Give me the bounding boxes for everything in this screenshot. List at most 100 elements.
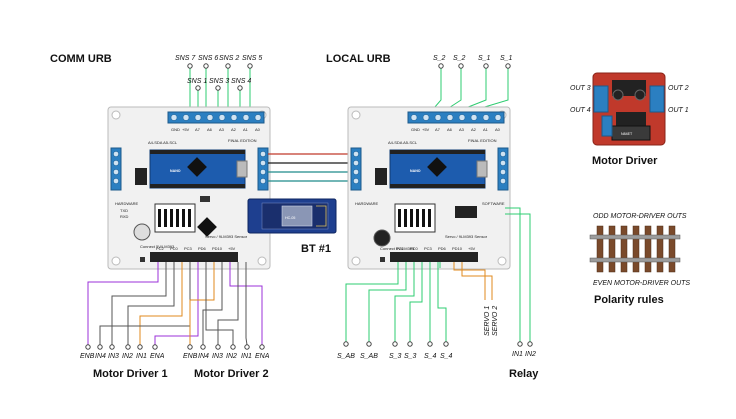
- local-header-pin-6: A2: [471, 127, 477, 132]
- md-out4-label: OUT 4: [570, 107, 591, 114]
- md-out2-label: OUT 2: [668, 85, 689, 92]
- md1-pin-4: IN2: [122, 353, 133, 360]
- local-header-pin-4: A6: [447, 127, 453, 132]
- local-nano-label: NANO: [410, 169, 421, 173]
- local-sns-label-1: S_2: [433, 55, 446, 62]
- local-software-label: SOFTWARE: [482, 201, 505, 206]
- motor-driver-board: N84ET: [592, 72, 666, 146]
- polarity-odd-label: ODD MOTOR-DRIVER OUTS: [593, 213, 687, 220]
- md2-pin-3: IN3: [212, 353, 223, 360]
- sns-label-7: SNS 4: [231, 78, 251, 85]
- sns-label-5: SNS 1: [187, 78, 207, 85]
- local-i2c-label: A4-SDA A5-SCL: [388, 140, 418, 145]
- comm-header-pin-2: +5V: [182, 127, 190, 132]
- local-bottom-label-3: S_3: [389, 353, 402, 360]
- local-sensor-terminals: [438, 63, 511, 69]
- comm-sensor-terminals: [187, 63, 253, 91]
- motor-driver-wires: [87, 262, 263, 346]
- md1-pin-3: IN3: [108, 353, 119, 360]
- motor-driver-title: Motor Driver: [592, 155, 658, 167]
- md2-pin-6: ENA: [255, 353, 270, 360]
- local-bottom-label-1: S_AB: [337, 353, 355, 360]
- servo-2-label: SERVO 2: [492, 306, 499, 336]
- comm-bottom-pin-4: PD6: [198, 246, 207, 251]
- comm-txd-label: TXD: [120, 208, 128, 213]
- comm-servo-label: Servo / 9LM393 Sensor: [205, 234, 248, 239]
- md-out3-label: OUT 3: [570, 85, 591, 92]
- local-sns-label-4: S_1: [500, 55, 513, 62]
- comm-hardware-label: HARDWARE: [115, 201, 139, 206]
- comm-bottom-pin-2: PC0: [170, 246, 179, 251]
- md2-pin-2: IN4: [198, 353, 209, 360]
- comm-rxd-label: RXD: [120, 214, 129, 219]
- comm-header-pin-5: A3: [219, 127, 225, 132]
- relay-in1-label: IN1: [512, 351, 523, 358]
- motor-driver-terminals: [85, 344, 265, 350]
- comm-final-edition: FINAL EDITION: [228, 138, 257, 143]
- local-bottom-label-6: S_4: [440, 353, 453, 360]
- local-bottom-pin-4: PD6: [438, 246, 447, 251]
- local-urb-title: LOCAL URB: [326, 53, 391, 65]
- local-header-pin-8: A0: [495, 127, 501, 132]
- md2-pin-4: IN2: [226, 353, 237, 360]
- local-bottom-pin-1: PC2: [396, 246, 405, 251]
- local-header-pin-2: +5V: [422, 127, 430, 132]
- local-header-pin-7: A1: [483, 127, 489, 132]
- local-bottom-label-4: S_3: [404, 353, 417, 360]
- comm-header-pin-8: A0: [255, 127, 261, 132]
- md-out1-label: OUT 1: [668, 107, 689, 114]
- local-sns-label-2: S_2: [453, 55, 466, 62]
- comm-nano-label: NANO: [170, 169, 181, 173]
- relay-title: Relay: [509, 368, 539, 380]
- local-servo-label: Servo / 9LM393 Sensor: [445, 234, 488, 239]
- local-final-edition: FINAL EDITION: [468, 138, 497, 143]
- md1-pin-6: ENA: [150, 353, 165, 360]
- comm-urb-title: COMM URB: [50, 53, 112, 65]
- local-bottom-pin-2: PC0: [410, 246, 419, 251]
- comm-header-pin-6: A2: [231, 127, 237, 132]
- comm-connect-label: Connect 5V/LM393: [140, 244, 175, 249]
- track-icon: [589, 225, 681, 273]
- comm-bottom-pin-6: +5V: [228, 246, 236, 251]
- comm-bottom-pin-3: PC3: [184, 246, 193, 251]
- local-sns-label-3: S_1: [478, 55, 491, 62]
- polarity-even-label: EVEN MOTOR-DRIVER OUTS: [593, 280, 690, 287]
- motor-driver-2-title: Motor Driver 2: [194, 368, 269, 380]
- md1-pin-5: IN1: [136, 353, 147, 360]
- local-bottom-terminals: [343, 341, 533, 347]
- md2-pin-1: ENB: [183, 353, 198, 360]
- bt-module: HC-05: [247, 198, 337, 234]
- interboard-wires: [268, 153, 352, 182]
- comm-header-pin-7: A1: [243, 127, 249, 132]
- md1-pin-2: IN4: [95, 353, 106, 360]
- sns-label-2: SNS 6: [198, 55, 218, 62]
- local-connect-label: Connect 5V/LM393: [380, 246, 415, 251]
- servo-1-label: SERVO 1: [484, 306, 491, 336]
- local-bottom-pin-5: PD10: [452, 246, 463, 251]
- comm-header-pin-4: A6: [207, 127, 213, 132]
- sns-label-4: SNS 5: [242, 55, 262, 62]
- bt-title: BT #1: [301, 243, 331, 255]
- local-bottom-pin-6: +5V: [468, 246, 476, 251]
- polarity-rules-title: Polarity rules: [594, 294, 664, 306]
- local-hardware-label: HARDWARE: [355, 201, 379, 206]
- local-bottom-pin-3: PC3: [424, 246, 433, 251]
- sns-label-3: SNS 2: [219, 55, 239, 62]
- motor-driver-1-title: Motor Driver 1: [93, 368, 168, 380]
- comm-i2c-label: A4-SDA A5-SCL: [148, 140, 178, 145]
- local-bottom-label-5: S_4: [424, 353, 437, 360]
- local-header-pin-3: A7: [435, 127, 441, 132]
- l298n-chip: N84ET: [621, 132, 633, 136]
- md2-pin-5: IN1: [241, 353, 252, 360]
- comm-header-pin-3: A7: [195, 127, 201, 132]
- bt-module-label: HC-05: [285, 216, 295, 220]
- sns-label-6: SNS 3: [209, 78, 229, 85]
- local-header-pin-1: GND: [411, 127, 420, 132]
- comm-bottom-pin-1: PC2: [156, 246, 165, 251]
- comm-bottom-pin-5: PD10: [212, 246, 223, 251]
- local-bottom-wires: [345, 207, 531, 342]
